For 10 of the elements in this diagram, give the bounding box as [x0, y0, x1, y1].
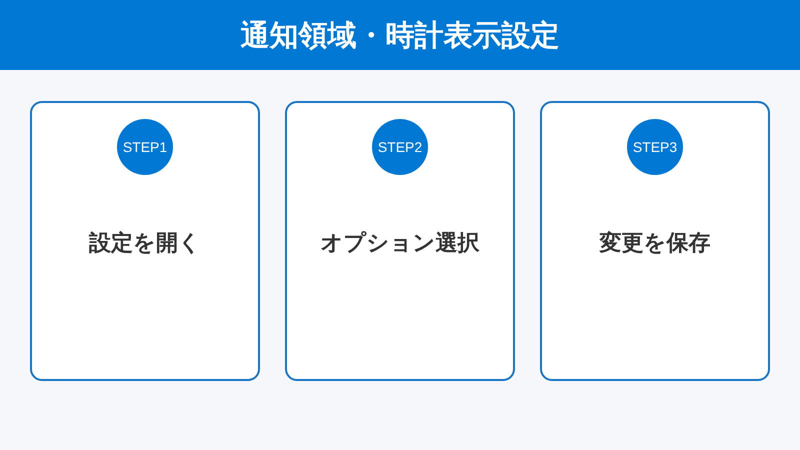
step-label: オプション選択: [320, 230, 480, 258]
step-badge: STEP2: [372, 119, 428, 175]
step-label: 設定を開く: [89, 230, 201, 258]
step-card: [30, 101, 260, 381]
step-label: 変更を保存: [600, 230, 710, 258]
step-card: [540, 101, 770, 381]
step-card: [285, 101, 515, 381]
step-badge: STEP3: [627, 119, 683, 175]
title: 通知領域・時計表示設定: [240, 17, 560, 53]
step-badge: STEP1: [117, 119, 173, 175]
